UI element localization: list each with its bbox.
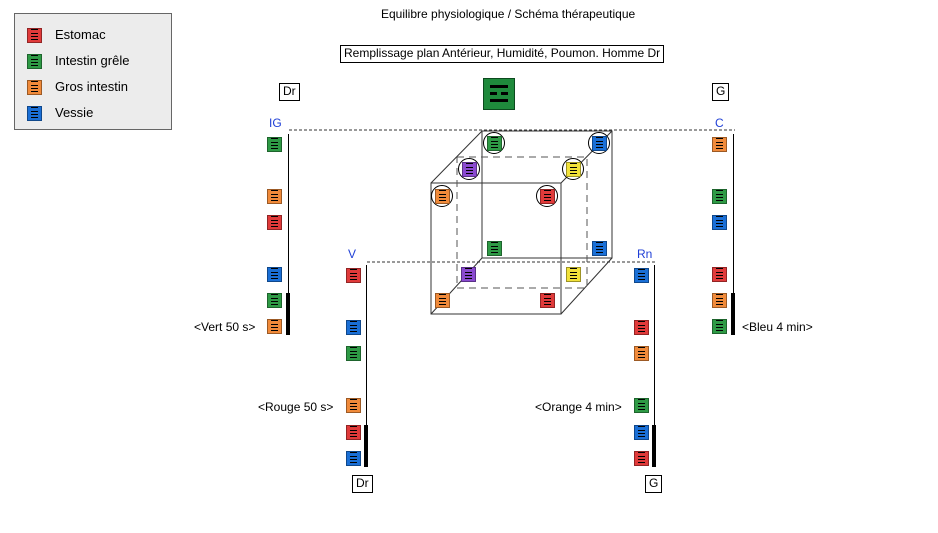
main-hexagram-icon <box>483 78 515 110</box>
vessie-hexagram-icon <box>592 241 607 256</box>
gros-intestin-hexagram-icon <box>712 293 727 308</box>
violet-hexagram-icon <box>462 162 477 177</box>
column-c-line <box>733 134 734 334</box>
estomac-hexagram-icon <box>540 293 555 308</box>
subtitle-box: Remplissage plan Antérieur, Humidité, Po… <box>340 45 665 63</box>
axis-label-v: V <box>348 247 357 261</box>
circle-marker <box>588 132 610 154</box>
axis-label-c: C <box>715 116 724 130</box>
estomac-hexagram-icon <box>634 451 649 466</box>
intestin-grele-hexagram-icon <box>267 293 282 308</box>
circle-marker <box>458 158 480 180</box>
column-rn-line <box>654 265 655 467</box>
column-c-bar <box>731 293 735 335</box>
vessie-hexagram-icon <box>346 451 361 466</box>
intestin-grele-hexagram-icon <box>267 137 282 152</box>
vessie-hexagram-icon <box>712 215 727 230</box>
annotation-vert: <Vert 50 s> <box>194 320 256 334</box>
column-ig-line <box>288 134 289 334</box>
diagram-title: Equilibre physiologique / Schéma thérape… <box>381 7 636 21</box>
intestin-grele-hexagram-icon <box>712 189 727 204</box>
gros-intestin-hexagram-icon <box>27 80 42 95</box>
circle-marker <box>431 185 453 207</box>
column-rn-bar <box>652 425 656 467</box>
circle-marker <box>536 185 558 207</box>
circle-marker <box>483 132 505 154</box>
cube-back-face <box>481 130 613 259</box>
legend-label: Intestin grêle <box>55 53 130 68</box>
vessie-hexagram-icon <box>634 425 649 440</box>
legend-label: Gros intestin <box>55 79 128 94</box>
gros-intestin-hexagram-icon <box>267 189 282 204</box>
cube-front-face <box>430 182 562 315</box>
estomac-hexagram-icon <box>712 267 727 282</box>
gros-intestin-hexagram-icon <box>634 346 649 361</box>
estomac-hexagram-icon <box>267 215 282 230</box>
axis-label-ig: IG <box>269 116 282 130</box>
vessie-hexagram-icon <box>27 106 42 121</box>
vessie-hexagram-icon <box>267 267 282 282</box>
vessie-hexagram-icon <box>634 268 649 283</box>
gros-intestin-hexagram-icon <box>346 398 361 413</box>
annotation-orange: <Orange 4 min> <box>535 400 622 414</box>
column-v-bar <box>364 425 368 467</box>
circle-marker <box>562 158 584 180</box>
intestin-grele-hexagram-icon <box>487 136 502 151</box>
cube-inner-face <box>456 156 588 289</box>
vessie-hexagram-icon <box>346 320 361 335</box>
column-ig-bar <box>286 293 290 335</box>
estomac-hexagram-icon <box>540 189 555 204</box>
column-v-line <box>366 265 367 467</box>
intestin-grele-hexagram-icon <box>346 346 361 361</box>
legend-label: Vessie <box>55 105 94 120</box>
gros-intestin-hexagram-icon <box>712 137 727 152</box>
g-box-bottom: G <box>645 475 663 493</box>
intestin-grele-hexagram-icon <box>712 319 727 334</box>
yellow-hexagram-icon <box>566 267 581 282</box>
estomac-hexagram-icon <box>27 28 42 43</box>
gros-intestin-hexagram-icon <box>435 293 450 308</box>
intestin-grele-hexagram-icon <box>634 398 649 413</box>
yellow-hexagram-icon <box>566 162 581 177</box>
axis-label-rn: Rn <box>637 247 653 261</box>
annotation-rouge: <Rouge 50 s> <box>258 400 334 414</box>
intestin-grele-hexagram-icon <box>27 54 42 69</box>
violet-hexagram-icon <box>461 267 476 282</box>
gros-intestin-hexagram-icon <box>267 319 282 334</box>
vessie-hexagram-icon <box>592 136 607 151</box>
gros-intestin-hexagram-icon <box>435 189 450 204</box>
dr-box-bottom: Dr <box>352 475 373 493</box>
legend-label: Estomac <box>55 27 106 42</box>
intestin-grele-hexagram-icon <box>487 241 502 256</box>
estomac-hexagram-icon <box>346 268 361 283</box>
dr-box-top: Dr <box>279 83 300 101</box>
g-box-top: G <box>712 83 730 101</box>
estomac-hexagram-icon <box>634 320 649 335</box>
legend: Estomac Intestin grêle Gros intestin Ves… <box>14 13 172 130</box>
estomac-hexagram-icon <box>346 425 361 440</box>
annotation-bleu: <Bleu 4 min> <box>742 320 813 334</box>
